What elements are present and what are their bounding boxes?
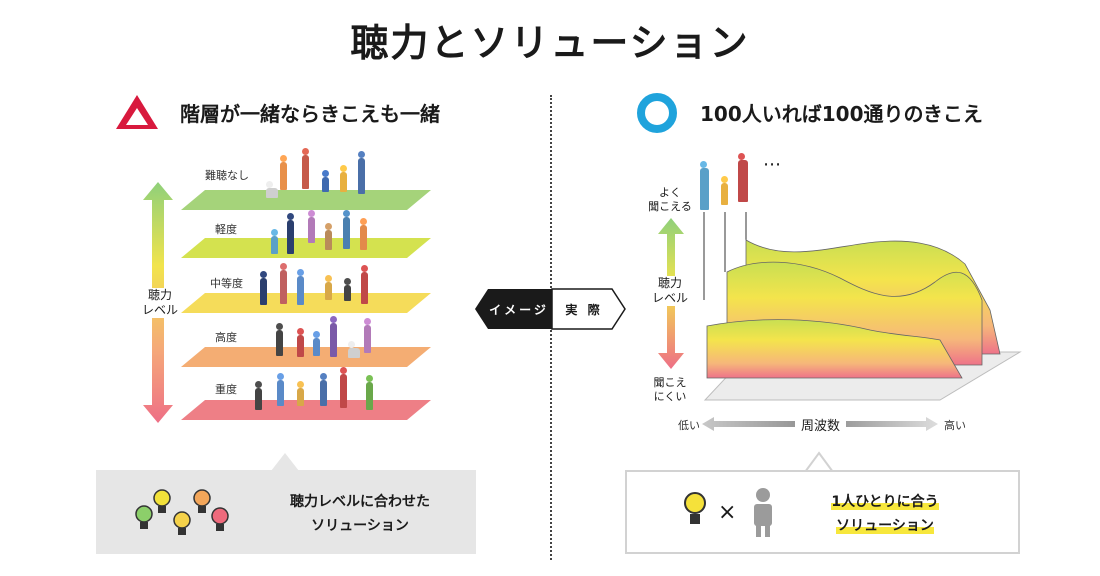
right-axis-label-2: レベル <box>651 291 688 305</box>
hard-to-hear-label-1: 聞こえ <box>653 376 687 389</box>
circle-icon <box>637 93 677 133</box>
layer-label-mild: 軽度 <box>215 223 237 236</box>
left-callout-line2: ソリューション <box>311 518 409 534</box>
lightbulb-group-icon <box>135 489 229 535</box>
times-symbol: × <box>718 500 737 525</box>
lightbulb-icon <box>684 492 706 524</box>
image-label: イメージ <box>489 302 549 317</box>
image-actual-tag <box>475 288 626 330</box>
right-callout-line1: 1人ひとりに合う <box>831 494 939 510</box>
left-axis-label-1: 聴力 <box>147 288 172 302</box>
freq-low-label: 低い <box>678 419 700 432</box>
lightbulb-icon-light <box>173 511 191 535</box>
layer-plane-moderate <box>181 293 431 313</box>
right-axis-label-1: 聴力 <box>657 276 682 290</box>
layer-plane-none <box>181 190 431 210</box>
left-callout-pointer <box>271 453 299 471</box>
lightbulb-icon-green <box>135 505 153 529</box>
lightbulb-icon-yellow <box>153 489 171 513</box>
wave-front <box>706 319 963 379</box>
hearing-curves <box>703 239 1022 401</box>
left-axis-label-2: レベル <box>141 303 178 317</box>
hear-well-label-1: よく <box>659 186 681 199</box>
layer-label-none: 難聴なし <box>205 169 249 182</box>
layer-plane-severe <box>181 347 431 367</box>
left-callout-line1: 聴力レベルに合わせた <box>290 494 430 510</box>
right-heading: 100人いれば100通りのきこえ <box>700 102 983 126</box>
layer-label-severe: 高度 <box>215 331 237 344</box>
person-silhouette-icon <box>754 488 772 537</box>
right-callout-line2: ソリューション <box>836 518 934 534</box>
freq-label: 周波数 <box>795 415 847 434</box>
actual-label: 実 際 <box>565 302 603 317</box>
left-heading: 階層が一緒ならきこえも一緒 <box>180 102 440 126</box>
lightbulb-icon-orange <box>193 489 211 513</box>
layer-plane-profound <box>181 400 431 420</box>
lightbulb-icon-pink <box>211 507 229 531</box>
triangle-icon <box>116 95 158 129</box>
layer-plane-mild <box>181 238 431 258</box>
hard-to-hear-label-2: にくい <box>653 390 687 403</box>
person-guide-lines <box>703 212 747 300</box>
page-title: 聴力とソリューション <box>350 21 750 65</box>
freq-high-label: 高い <box>944 419 966 432</box>
hear-well-label-2: 聞こえる <box>648 200 692 213</box>
layer-label-moderate: 中等度 <box>210 277 243 290</box>
layer-label-profound: 重度 <box>215 383 237 396</box>
